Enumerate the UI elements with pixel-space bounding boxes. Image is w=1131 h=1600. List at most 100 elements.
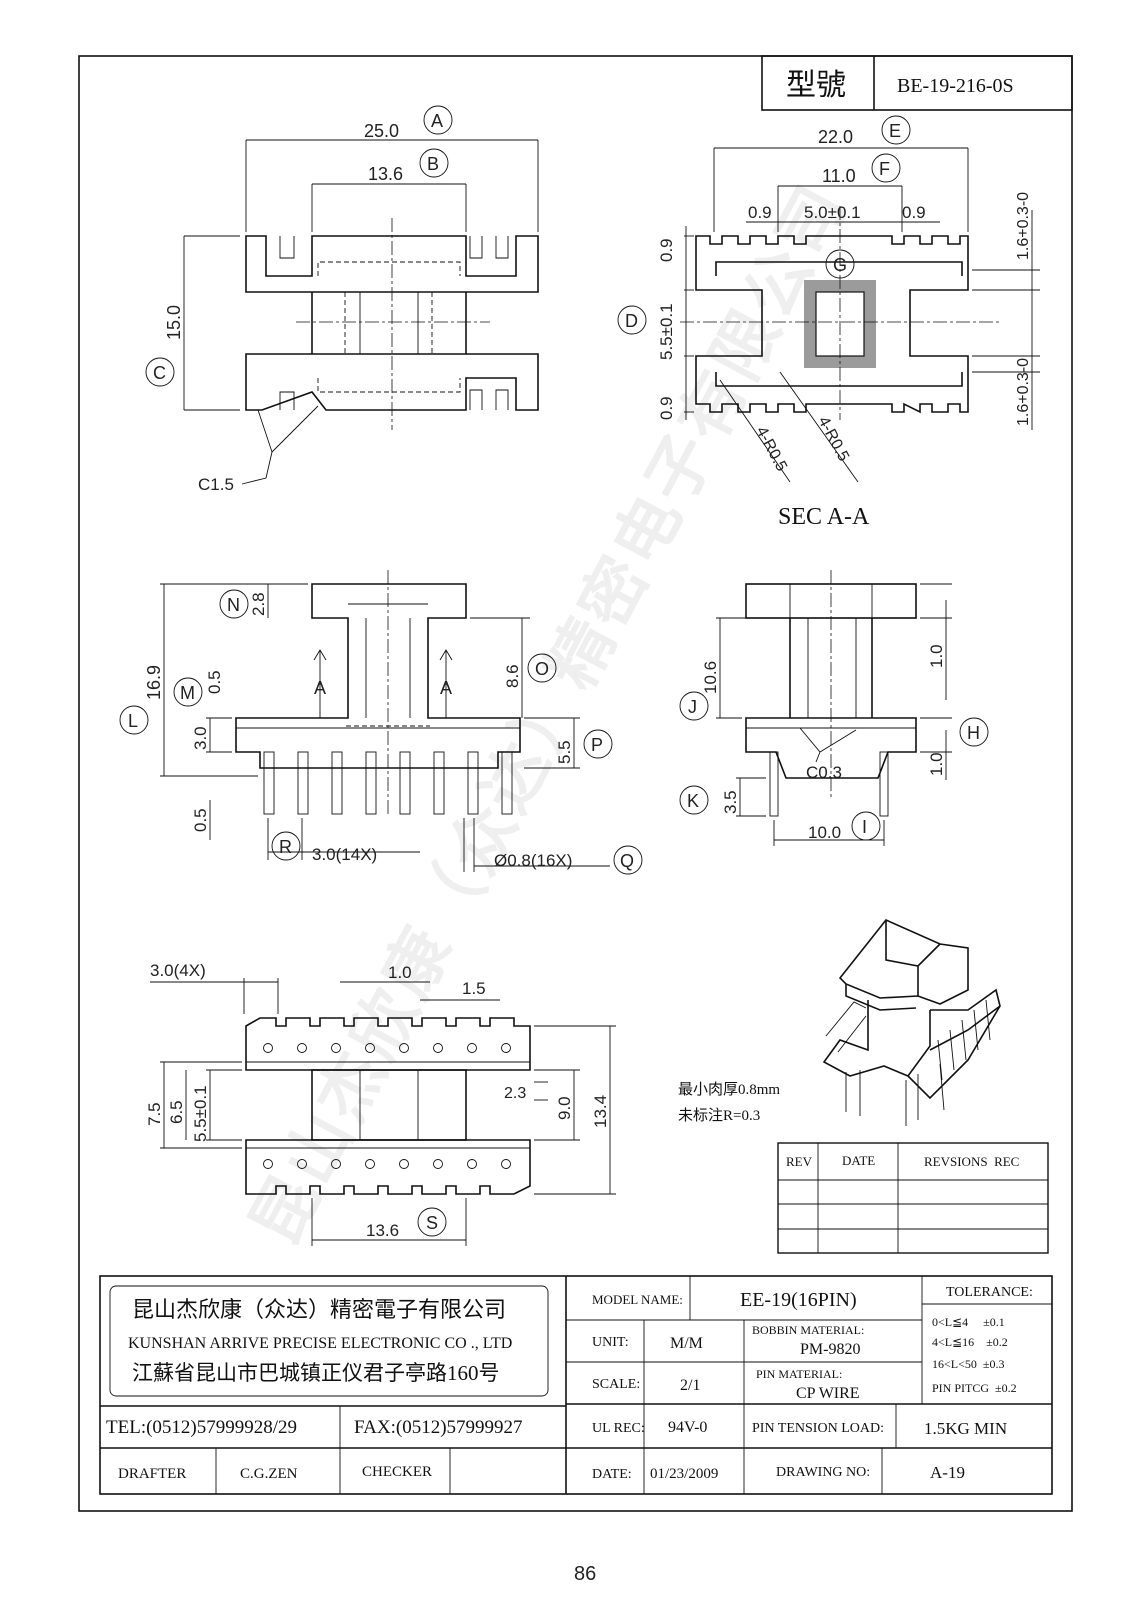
- svg-text:B: B: [427, 154, 439, 174]
- dim-e: 22.0: [818, 127, 853, 147]
- scale-value: 2/1: [680, 1377, 700, 1394]
- svg-text:A: A: [431, 111, 443, 131]
- callout-q: Q: [613, 845, 643, 875]
- drawing-no-label: DRAWING NO:: [776, 1465, 870, 1480]
- callout-m: M: [173, 677, 203, 707]
- callout-c: C: [145, 357, 175, 387]
- rev-header-rev: REV: [786, 1154, 813, 1169]
- dim-bot-w1: 1.0: [388, 963, 412, 982]
- callout-o: O: [527, 653, 557, 683]
- dim-bot-134: 13.4: [591, 1095, 610, 1128]
- rev-header-date: DATE: [842, 1153, 875, 1168]
- svg-text:C: C: [153, 363, 166, 383]
- dim-front-3: 3.0: [191, 726, 210, 750]
- bobbin-label: BOBBIN MATERIAL:: [752, 1323, 864, 1337]
- svg-text:I: I: [862, 817, 867, 837]
- model-header: 型號 BE-19-216-0S: [761, 55, 1073, 111]
- unit-label: UNIT:: [592, 1335, 629, 1350]
- callout-a: A: [423, 105, 453, 135]
- dim-front-m: 0.5: [205, 670, 224, 694]
- callout-n: N: [219, 589, 249, 619]
- dim-side-c: C0.3: [806, 763, 842, 782]
- dim-side-top: 1.0: [927, 644, 946, 668]
- callout-i: I: [851, 811, 881, 841]
- drafter-name: C.G.ZEN: [240, 1466, 298, 1482]
- dim-f: 11.0: [822, 166, 856, 186]
- svg-text:J: J: [688, 697, 697, 717]
- bottom-view: 3.0(4X) 1.0 1.5 7.5 6.5 5.5±0.1 2.3 9.0 …: [145, 961, 616, 1246]
- dim-sec-right: 0.9: [902, 203, 926, 222]
- dim-pitch: 3.0(14X): [312, 845, 377, 864]
- ul-value: 94V-0: [668, 1419, 707, 1436]
- callout-e: E: [881, 115, 911, 145]
- top-view: 25.0 13.6 15.0 C1.5: [164, 121, 539, 494]
- side-view: 1.0 1.0 10.6 3.5 10.0 C0.3: [701, 570, 952, 846]
- callout-l: L: [119, 705, 149, 735]
- drafter-label: DRAFTER: [118, 1466, 186, 1482]
- sheet-border: [78, 55, 1073, 1512]
- tension-label: PIN TENSION LOAD:: [752, 1421, 884, 1436]
- dim-c: 15.0: [164, 305, 184, 340]
- model-name: EE-19(16PIN): [740, 1289, 857, 1311]
- tolerance-2: 4<L≦16 ±0.2: [932, 1335, 1008, 1349]
- callout-bubbles: A B C D E F G H I J K L M N O P Q R S: [119, 105, 989, 1237]
- dim-bot-w2: 1.5: [462, 979, 486, 998]
- tension-value: 1.5KG MIN: [924, 1419, 1007, 1438]
- dim-side-j: 10.6: [701, 661, 720, 694]
- model-name-label: MODEL NAME:: [592, 1292, 683, 1307]
- rev-header-rec: REVSIONS REC: [924, 1154, 1019, 1169]
- bobbin-material: PM-9820: [800, 1341, 860, 1358]
- callout-p: P: [583, 729, 613, 759]
- dim-side-bot: 1.0: [927, 752, 946, 776]
- svg-text:H: H: [967, 723, 980, 743]
- isometric-view: 最小肉厚0.8mm 未标注R=0.3: [678, 919, 1001, 1126]
- front-pins: [263, 751, 513, 815]
- front-view: A A 16.9 2.8 0.5 3.0 8.6 5.5 0.5 3.0(14X…: [144, 570, 610, 872]
- title-block: 昆山杰欣康（众达）精密電子有限公司 KUNSHAN ARRIVE PRECISE…: [99, 1275, 1053, 1495]
- callout-d: D: [617, 305, 647, 335]
- dim-bot-65: 6.5: [167, 1100, 186, 1124]
- dim-sec-left: 0.9: [748, 203, 772, 222]
- dim-bot-s: 13.6: [366, 1221, 399, 1240]
- callout-f: F: [871, 153, 901, 183]
- dim-front-o: 8.6: [503, 664, 522, 688]
- callout-s: S: [417, 1207, 447, 1237]
- dim-bot-23: 2.3: [504, 1085, 526, 1102]
- dim-sec-top: 0.9: [657, 238, 676, 262]
- pin-material: CP WIRE: [796, 1385, 860, 1402]
- dim-sec-tol-top: 1.6+0.3-0: [1015, 192, 1032, 260]
- dim-front-p: 5.5: [555, 740, 574, 764]
- company-fax: FAX:(0512)57999927: [354, 1417, 523, 1438]
- dim-radius-2: 4-R0.5: [814, 414, 852, 464]
- dim-bot-75: 7.5: [145, 1102, 164, 1126]
- dim-front-l: 16.9: [144, 665, 164, 700]
- dim-side-k: 3.5: [721, 790, 740, 814]
- svg-text:O: O: [535, 659, 549, 679]
- page-number: 86: [574, 1563, 596, 1585]
- dim-chamfer: C1.5: [198, 475, 234, 494]
- date-value: 01/23/2009: [650, 1466, 718, 1482]
- dim-radius-1: 4-R0.5: [752, 424, 790, 474]
- section-mark-a-right: A: [440, 678, 452, 698]
- callout-k: K: [679, 785, 709, 815]
- tolerance-1: 0<L≦4 ±0.1: [932, 1315, 1005, 1329]
- scale-label: SCALE:: [592, 1377, 640, 1392]
- dim-front-pin: 0.5: [191, 808, 210, 832]
- company-tel: TEL:(0512)57999928/29: [106, 1417, 297, 1438]
- checker-label: CHECKER: [362, 1464, 432, 1480]
- svg-text:M: M: [180, 683, 195, 703]
- dim-sec-mid: 5.0±0.1: [804, 203, 861, 222]
- svg-text:E: E: [889, 121, 901, 141]
- dim-sec-tol-bot: 1.6+0.3-0: [1015, 358, 1032, 426]
- bottom-pin-holes: [263, 1043, 511, 1169]
- dim-pin-dia: Ø0.8(16X): [494, 851, 572, 870]
- svg-text:N: N: [227, 595, 240, 615]
- svg-text:F: F: [879, 159, 890, 179]
- company-name-cn: 昆山杰欣康（众达）精密電子有限公司: [132, 1297, 506, 1322]
- ul-label: UL REC:: [592, 1421, 645, 1436]
- dim-front-n: 2.8: [249, 592, 268, 616]
- svg-text:K: K: [687, 791, 699, 811]
- dim-bot-90: 9.0: [555, 1096, 574, 1120]
- svg-text:P: P: [591, 735, 603, 755]
